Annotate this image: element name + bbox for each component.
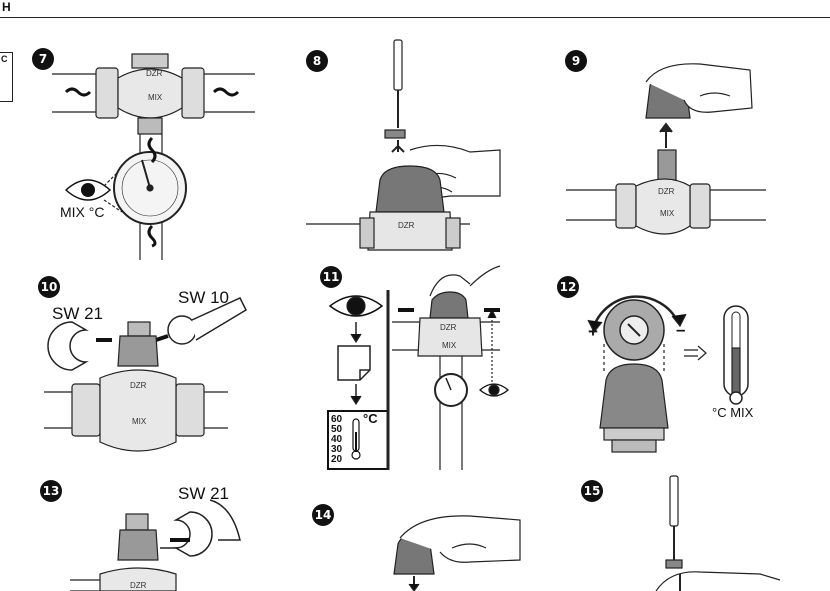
minus-sign: – [676,320,686,339]
document-icon [337,345,371,381]
hand-icon [399,515,521,563]
screwdriver-icon [669,475,679,560]
flow-arrow-down [147,136,157,164]
step-7-badge: 7 [32,48,54,70]
flow-arrow-down-2 [147,224,157,248]
flow-arrow-left [64,87,92,97]
valve-brand-9: DZR [658,187,675,196]
step8-illustration [306,39,501,251]
valve-mix-10: MIX [132,417,147,426]
step13-illustration [70,499,241,591]
flow-arrow-right [212,87,240,97]
step15-illustration [655,475,781,591]
page-header: H [0,0,830,18]
step-9-badge: 9 [565,50,587,72]
sw21-label-bottom: SW 21 [178,484,230,503]
valve-brand-13: DZR [130,581,147,590]
step-11-badge: 11 [320,266,342,288]
sw21-label-top: SW 21 [52,304,104,323]
valve-brand-10: DZR [130,381,147,390]
eye-icon [64,179,112,201]
valve-brand-8: DZR [398,221,415,230]
gauge-icon [434,373,468,407]
step12-illustration [587,295,749,453]
step14-illustration [393,515,521,591]
step7-valve-illustration [52,53,255,260]
wrench-icon [167,297,247,345]
valve-mix-9: MIX [660,209,675,218]
valve-brand-7: DZR [146,69,163,78]
thermometer-icon [723,305,749,405]
header-rule [0,17,830,18]
step-8-badge: 8 [306,50,328,72]
scale-values: 60 50 40 30 20 [331,414,343,465]
side-marker: C [0,52,13,102]
valve-mix-7: MIX [148,93,163,102]
step-15-badge: 15 [581,480,603,502]
mix-temp-label-2: °C MIX [712,405,754,420]
step-12-badge: 12 [557,276,579,298]
wrench-icon [47,321,89,371]
valve-brand-11: DZR [440,323,457,332]
step11-illustration [328,265,509,470]
valve-mix-11: MIX [442,341,457,350]
step-13-badge: 13 [40,480,62,502]
wrench-icon [173,499,241,557]
mix-temp-label: MIX °C [60,204,105,220]
step-14-badge: 14 [312,504,334,526]
eye-icon [479,383,509,397]
step-10-badge: 10 [38,276,60,298]
step10-illustration [44,297,247,452]
eye-icon [328,295,384,317]
scale-unit: °C [363,411,378,426]
plus-sign: + [588,322,598,341]
screwdriver-icon [393,39,403,128]
hand-icon [655,571,781,591]
sw10-label: SW 10 [178,288,230,307]
section-letter: H [2,0,11,14]
step9-illustration [566,63,766,235]
hand-icon [429,265,501,297]
thermometer-icon [351,418,361,460]
hand-icon [645,63,753,113]
